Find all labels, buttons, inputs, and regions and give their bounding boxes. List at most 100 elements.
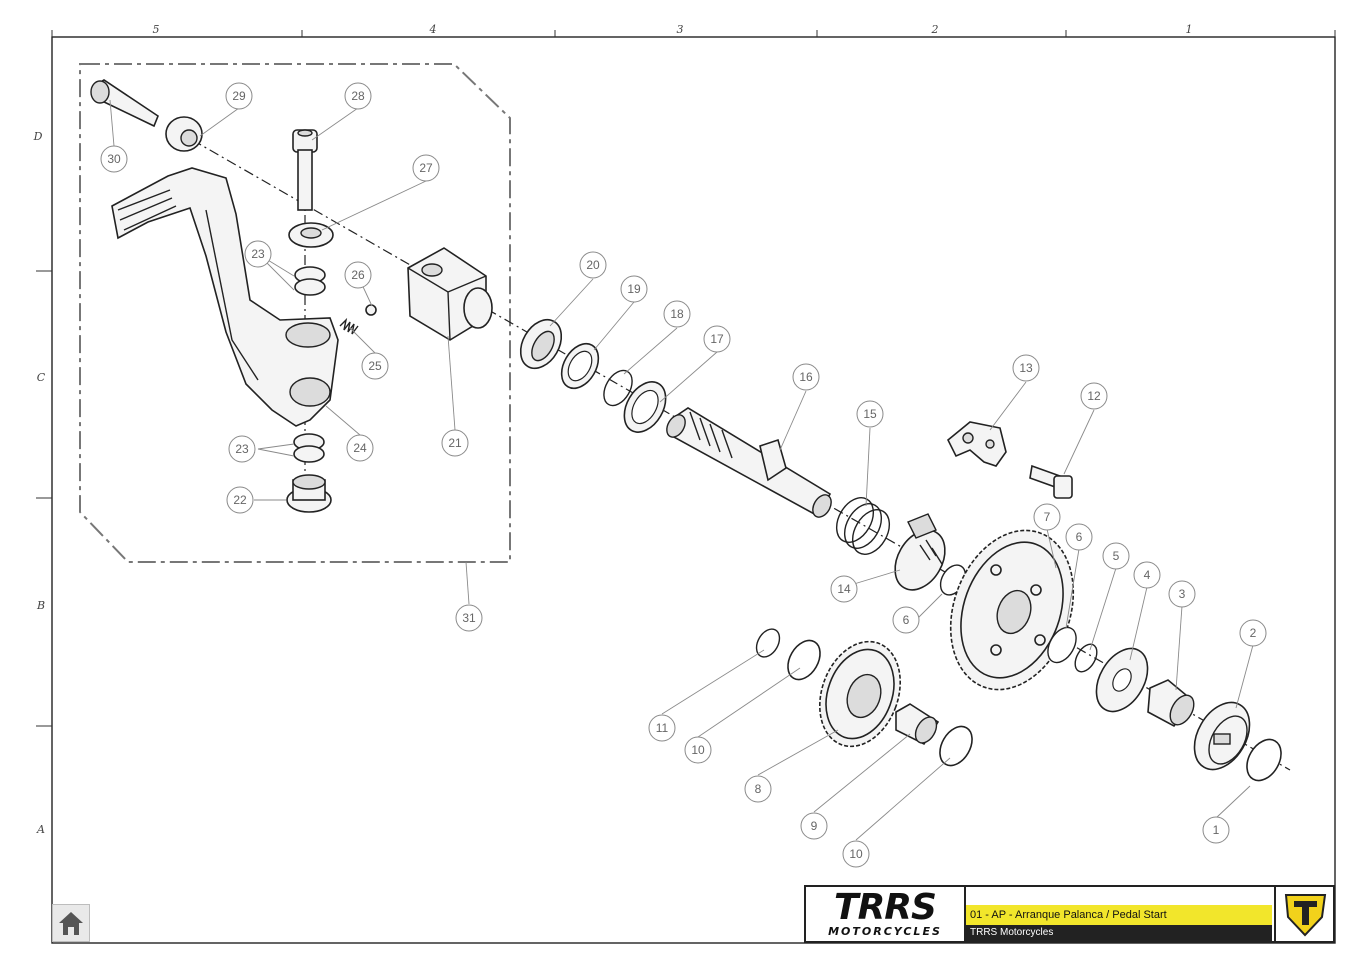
- part-24-kickstart-lever: [111, 167, 339, 427]
- callout-24: 24: [346, 434, 374, 462]
- callout-5: 5: [1102, 542, 1130, 570]
- column-label: 1: [1186, 23, 1193, 36]
- svg-text:7: 7: [1044, 510, 1051, 524]
- svg-text:12: 12: [1087, 389, 1101, 403]
- callout-6-b: 6: [1065, 523, 1093, 551]
- part-4-thrust-washer: [1095, 647, 1149, 713]
- callout-29: 29: [225, 82, 253, 110]
- callout-6: 6: [892, 606, 920, 634]
- part-3-bushing: [1147, 679, 1195, 728]
- callout-28: 28: [344, 82, 372, 110]
- callout-17: 17: [703, 325, 731, 353]
- part-1-washer: [1246, 738, 1282, 782]
- drawing-title: 01 - AP - Arranque Palanca / Pedal Start: [966, 905, 1272, 925]
- svg-text:28: 28: [351, 89, 365, 103]
- svg-text:24: 24: [353, 441, 367, 455]
- row-label: B: [36, 599, 45, 612]
- svg-text:2: 2: [1250, 626, 1257, 640]
- callout-11: 11: [648, 714, 676, 742]
- svg-text:18: 18: [670, 307, 684, 321]
- callout-20: 20: [579, 251, 607, 279]
- part-9-needle-bearing: [895, 703, 940, 746]
- svg-text:3: 3: [1179, 587, 1186, 601]
- column-label: 2: [931, 23, 939, 36]
- callout-1: 1: [1202, 816, 1230, 844]
- svg-text:8: 8: [755, 782, 762, 796]
- part-26-detent-ball: [365, 304, 377, 316]
- callout-3: 3: [1168, 580, 1196, 608]
- svg-text:10: 10: [849, 847, 863, 861]
- row-label: A: [36, 823, 45, 836]
- svg-text:13: 13: [1019, 361, 1033, 375]
- callout-9: 9: [800, 812, 828, 840]
- home-icon: [59, 912, 83, 935]
- part-29-bushing: [165, 116, 203, 152]
- callout-12: 12: [1080, 382, 1108, 410]
- part-2-spring-guide: [1193, 701, 1251, 771]
- svg-text:6: 6: [903, 613, 910, 627]
- column-label: 5: [153, 23, 160, 36]
- part-11-circlip: [755, 628, 781, 658]
- callout-4: 4: [1133, 561, 1161, 589]
- part-28-screw: [292, 129, 318, 211]
- grid-ruler-left: [36, 270, 52, 727]
- svg-text:17: 17: [710, 332, 724, 346]
- column-label: 3: [677, 23, 684, 36]
- trrs-brand-mark-icon: [1274, 887, 1335, 941]
- svg-text:30: 30: [107, 152, 121, 166]
- svg-text:31: 31: [462, 611, 476, 625]
- kickstart-lever-group-border: [79, 63, 511, 563]
- svg-text:16: 16: [799, 370, 813, 384]
- callout-10-a: 10: [684, 736, 712, 764]
- part-20-oil-seal: [519, 318, 563, 370]
- svg-text:19: 19: [627, 282, 641, 296]
- svg-text:14: 14: [837, 582, 851, 596]
- svg-text:22: 22: [233, 493, 247, 507]
- part-23-o-ring-bottom: [293, 433, 325, 463]
- home-button[interactable]: [52, 904, 90, 942]
- callout-14: 14: [830, 575, 858, 603]
- callout-23-bottom: 23: [228, 435, 256, 463]
- svg-text:23: 23: [251, 247, 265, 261]
- part-15-return-spring: [835, 497, 891, 555]
- callout-26: 26: [344, 261, 372, 289]
- part-16-kickstart-shaft: [666, 407, 832, 518]
- callout-25: 25: [361, 352, 389, 380]
- callout-2: 2: [1239, 619, 1267, 647]
- callout-19: 19: [620, 275, 648, 303]
- callout-30: 30: [100, 145, 128, 173]
- callout-15: 15: [856, 400, 884, 428]
- svg-text:23: 23: [235, 442, 249, 456]
- part-6-washer-b: [1047, 626, 1077, 664]
- callout-27: 27: [412, 154, 440, 182]
- callout-21: 21: [441, 429, 469, 457]
- part-19-washer: [560, 342, 600, 390]
- svg-text:4: 4: [1144, 568, 1151, 582]
- part-30-pivot-bolt: [90, 79, 159, 128]
- svg-text:26: 26: [351, 268, 365, 282]
- svg-text:11: 11: [656, 721, 669, 735]
- part-23-o-ring-top: [294, 266, 326, 296]
- part-21-lever-hub: [407, 247, 493, 341]
- svg-text:15: 15: [863, 407, 877, 421]
- svg-text:20: 20: [586, 258, 600, 272]
- callout-31: 31: [455, 604, 483, 632]
- part-12-bolt: [1029, 464, 1073, 499]
- svg-text:29: 29: [232, 89, 246, 103]
- part-8-kick-gear: [818, 640, 902, 748]
- svg-text:21: 21: [448, 436, 462, 450]
- part-17-washer: [623, 381, 667, 433]
- svg-text:27: 27: [419, 161, 433, 175]
- part-13-stopper-plate: [946, 421, 1007, 467]
- callout-13: 13: [1012, 354, 1040, 382]
- svg-text:5: 5: [1113, 549, 1120, 563]
- part-25-detent-spring: [339, 317, 359, 335]
- grid-ruler-top: [51, 30, 1336, 37]
- part-14-ratchet: [894, 513, 946, 591]
- company-name: TRRS Motorcycles: [966, 925, 1272, 941]
- column-label: 4: [429, 23, 437, 36]
- svg-text:25: 25: [368, 359, 382, 373]
- part-27-top-bushing: [288, 222, 334, 248]
- svg-text:6: 6: [1076, 530, 1083, 544]
